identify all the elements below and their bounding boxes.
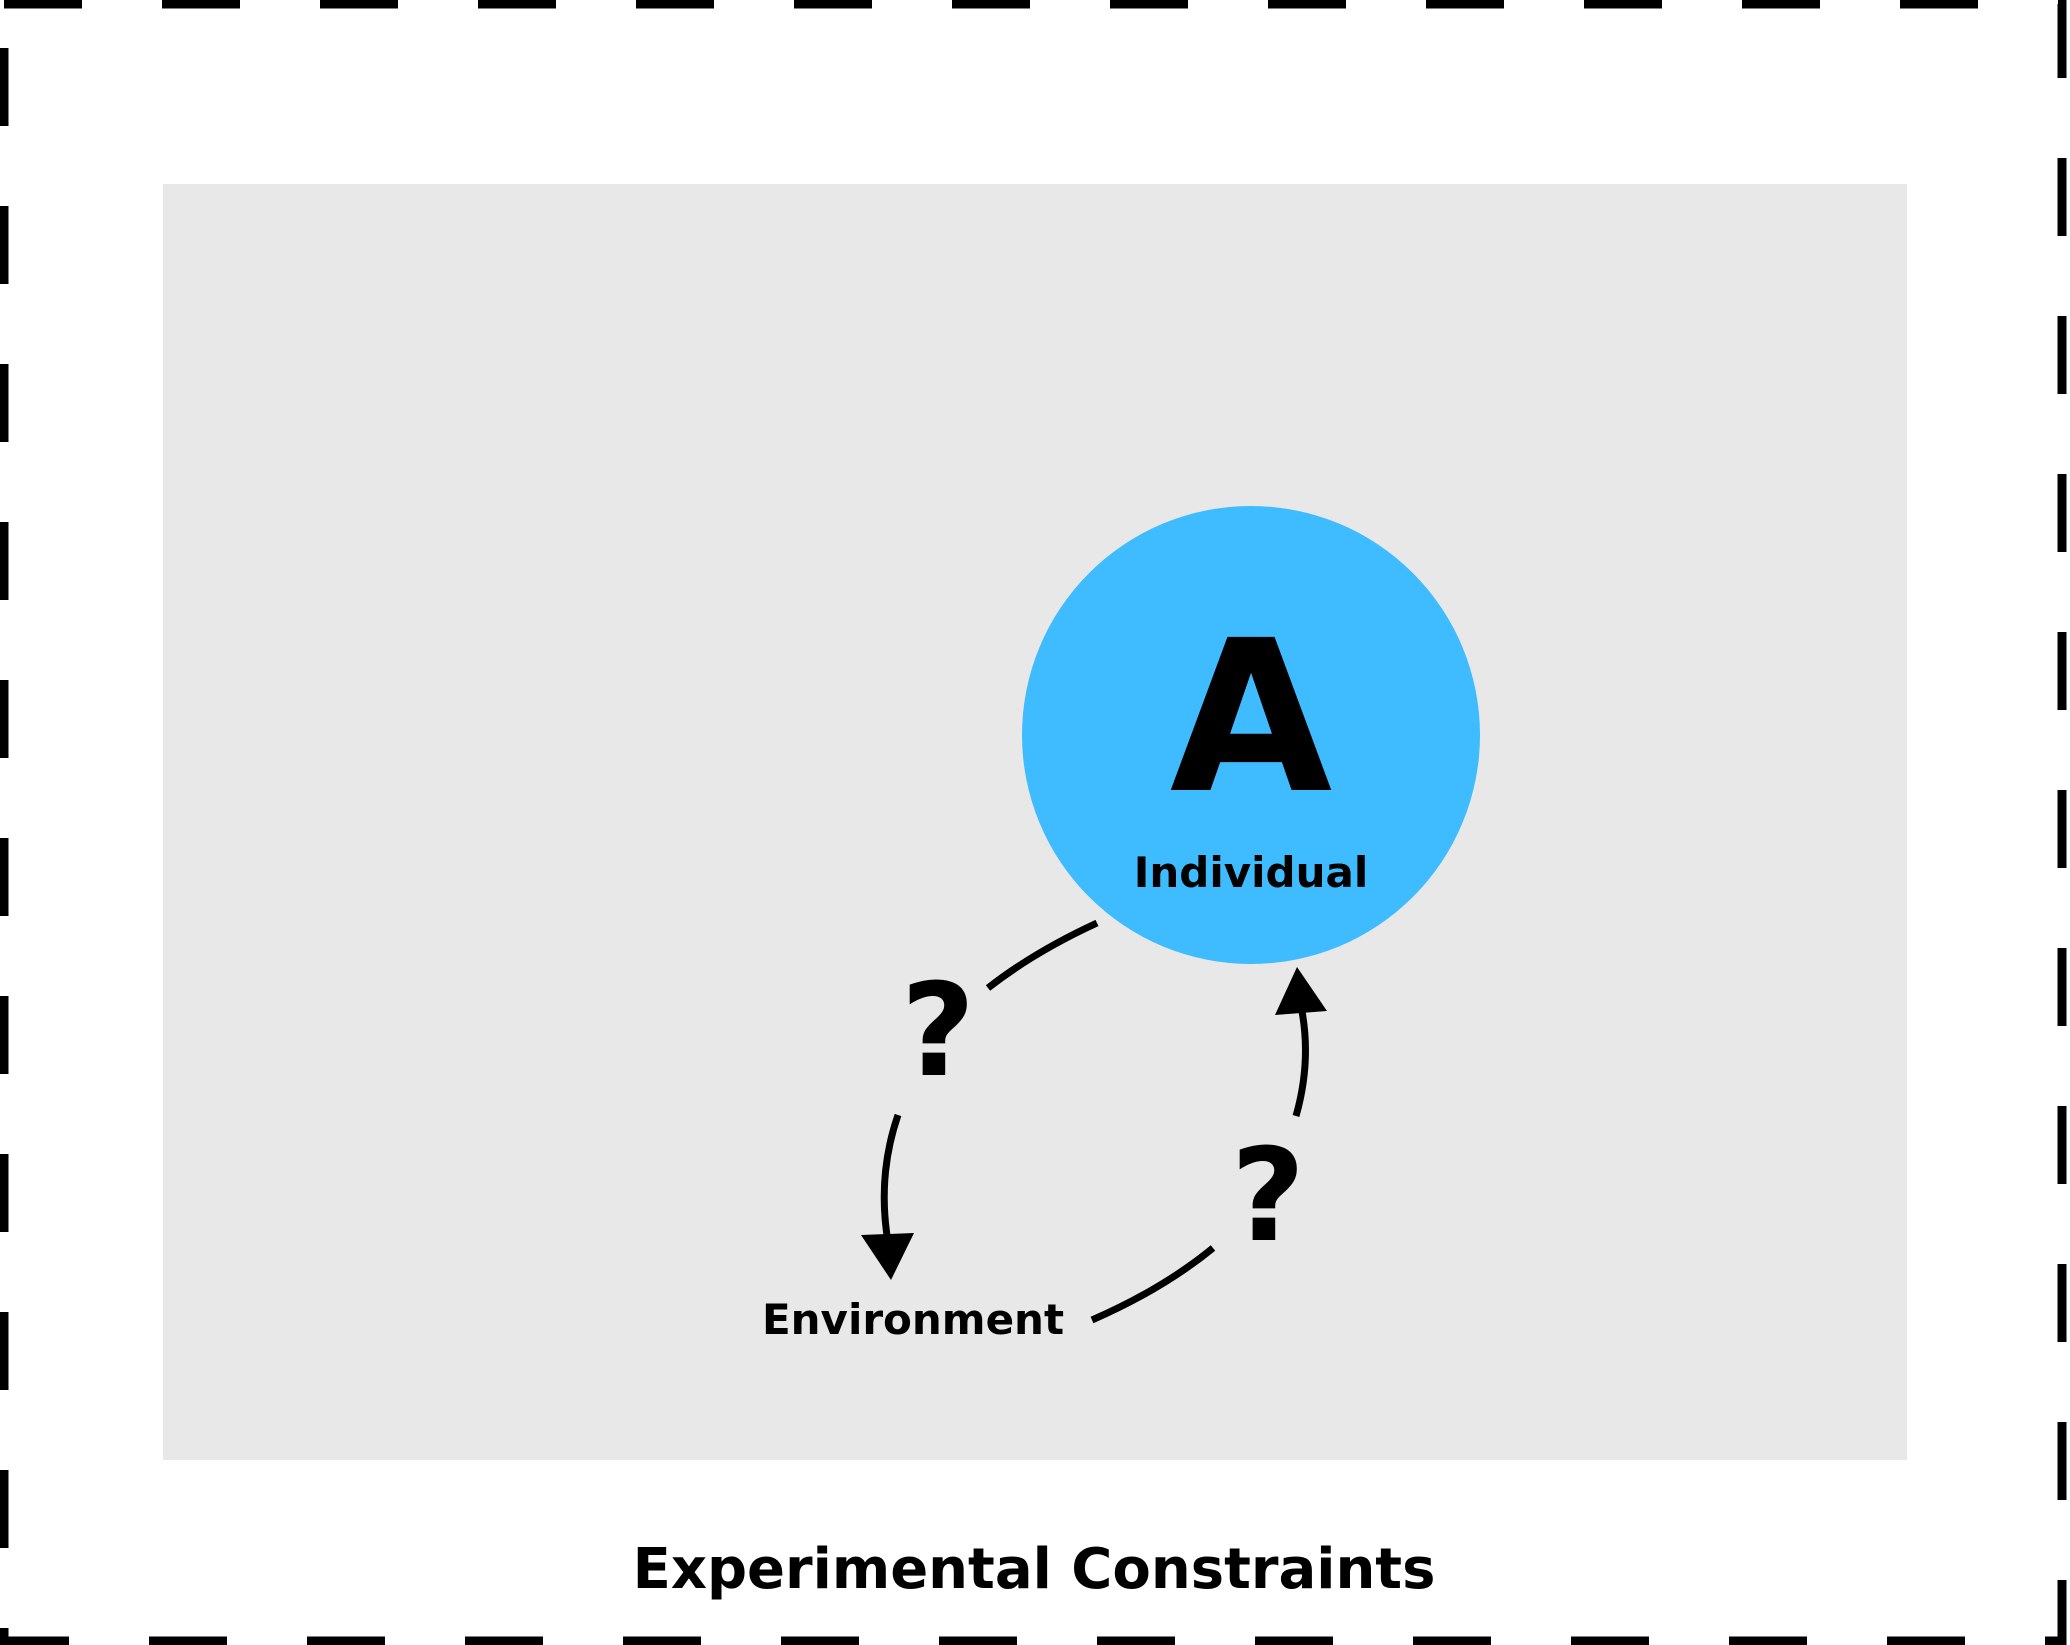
node-letter: A — [1170, 595, 1333, 840]
diagram-title: Experimental Constraints — [633, 1537, 1436, 1602]
link-environment-to-individual-upper — [1292, 1005, 1309, 1117]
arrowhead-up-icon — [1275, 967, 1327, 1015]
diagram-panel — [163, 184, 1907, 1460]
arrowhead-down-icon — [861, 1233, 914, 1280]
link-individual-to-environment-upper — [985, 919, 1099, 991]
individual-label: Individual — [1134, 848, 1368, 897]
link-environment-to-individual-lower — [1090, 1245, 1216, 1324]
link-label-upper: ? — [901, 957, 975, 1106]
environment-label: Environment — [762, 1295, 1064, 1344]
individual-node — [1022, 506, 1480, 964]
link-individual-to-environment-lower — [880, 1113, 902, 1243]
link-label-lower: ? — [1231, 1122, 1305, 1271]
